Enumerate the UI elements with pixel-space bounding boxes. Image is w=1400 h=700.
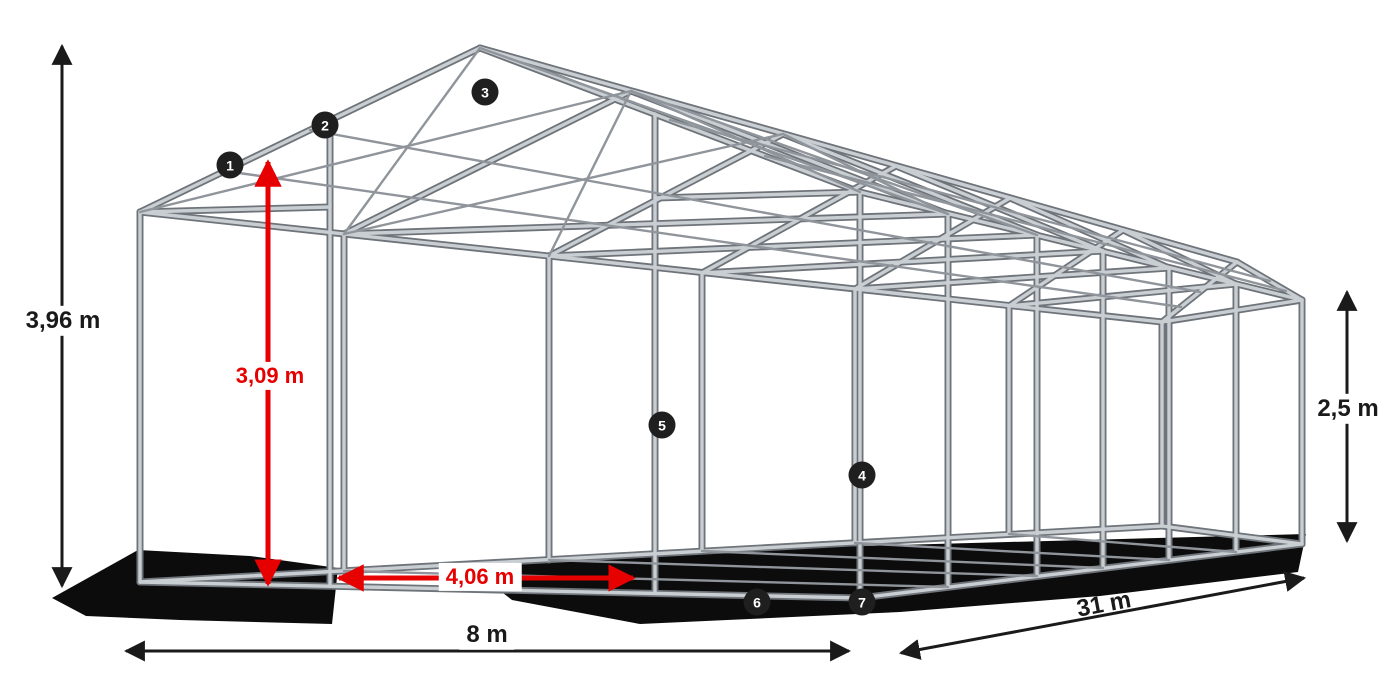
frame-secondary-tubes [138, 46, 1288, 589]
dim-label-entrance-width: 4,06 m [438, 562, 522, 592]
part-marker-2: 2 [311, 111, 339, 139]
dim-label-total-height: 3,96 m [18, 305, 108, 337]
part-marker-4: 4 [848, 461, 876, 489]
part-marker-5: 5 [648, 411, 676, 439]
part-marker-7: 7 [848, 588, 876, 616]
dim-label-side-height: 2,5 m [1310, 393, 1386, 425]
dim-label-inner-height: 3,09 m [228, 361, 312, 391]
part-marker-3: 3 [471, 78, 499, 106]
dim-label-gable-width: 8 m [459, 619, 515, 651]
arrow-length [898, 571, 1307, 660]
part-marker-1: 1 [216, 151, 244, 179]
part-marker-6: 6 [743, 588, 771, 616]
